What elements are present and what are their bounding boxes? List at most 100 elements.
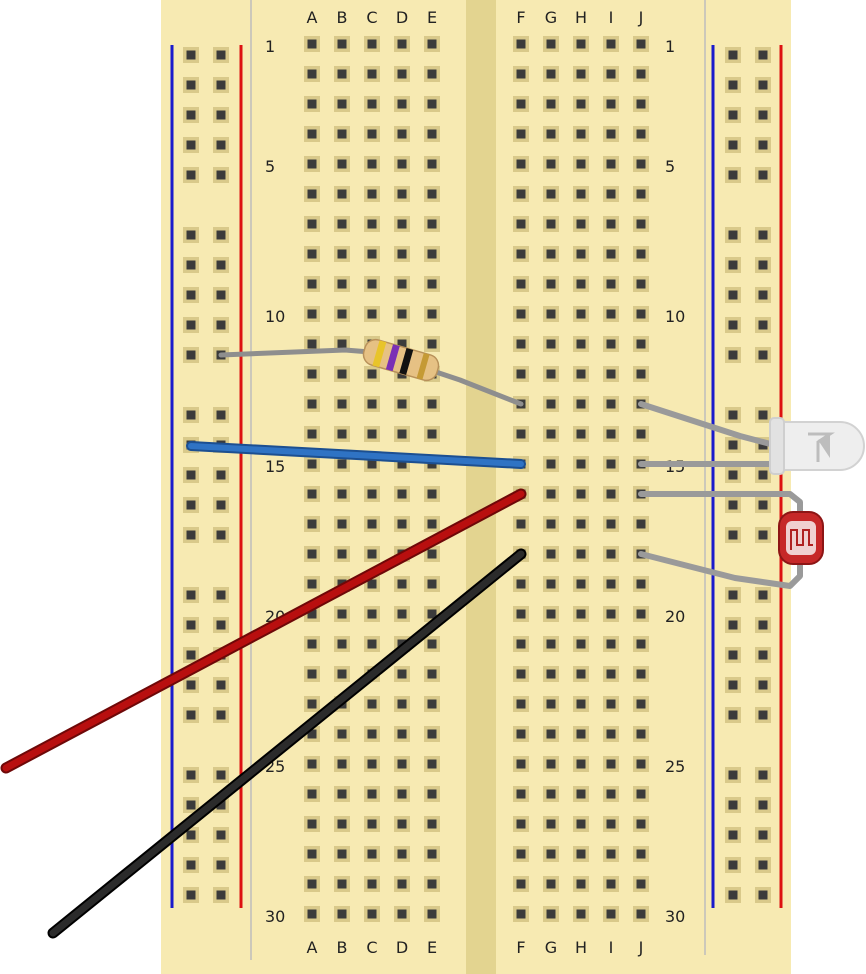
terminal-hole-socket xyxy=(307,609,317,619)
rail-hole-socket xyxy=(758,620,768,630)
terminal-hole-socket xyxy=(337,309,347,319)
terminal-hole-socket xyxy=(307,789,317,799)
terminal-hole-socket xyxy=(636,789,646,799)
terminal-hole-socket xyxy=(397,699,407,709)
terminal-hole-socket xyxy=(427,339,437,349)
blue-wire[interactable] xyxy=(186,441,526,469)
rail-hole-socket xyxy=(216,140,226,150)
rail-hole-socket xyxy=(728,410,738,420)
terminal-hole-socket xyxy=(427,69,437,79)
terminal-hole-socket xyxy=(427,189,437,199)
ldr-lead-2[interactable] xyxy=(638,551,803,589)
terminal-hole-socket xyxy=(546,639,556,649)
rail-hole-socket xyxy=(216,410,226,420)
rail-hole-socket xyxy=(216,680,226,690)
terminal-hole-socket xyxy=(606,369,616,379)
rail-hole-socket xyxy=(728,470,738,480)
rail-hole-socket xyxy=(758,830,768,840)
terminal-hole-socket xyxy=(546,219,556,229)
terminal-hole-socket xyxy=(397,669,407,679)
photoresistor-icon[interactable] xyxy=(778,511,824,565)
terminal-hole-socket xyxy=(606,609,616,619)
terminal-hole-socket xyxy=(307,249,317,259)
rail-hole-socket xyxy=(186,290,196,300)
rail-hole-socket xyxy=(728,290,738,300)
center-channel xyxy=(466,0,496,974)
rail-hole-socket xyxy=(728,590,738,600)
terminal-hole-socket xyxy=(397,519,407,529)
terminal-hole-socket xyxy=(546,609,556,619)
terminal-hole-socket xyxy=(337,429,347,439)
terminal-hole-socket xyxy=(367,609,377,619)
terminal-hole-socket xyxy=(576,759,586,769)
terminal-hole-socket xyxy=(337,399,347,409)
resistor-band-1 xyxy=(372,340,387,368)
red-wire[interactable] xyxy=(0,488,527,774)
terminal-hole-socket xyxy=(427,399,437,409)
terminal-hole-socket xyxy=(367,729,377,739)
rail-hole-socket xyxy=(186,770,196,780)
terminal-hole-socket xyxy=(636,759,646,769)
black-wire[interactable] xyxy=(47,548,527,939)
rail-hole-socket xyxy=(186,260,196,270)
terminal-hole-socket xyxy=(367,459,377,469)
led-icon[interactable] xyxy=(769,417,865,475)
terminal-hole-socket xyxy=(606,459,616,469)
terminal-hole-socket xyxy=(516,429,526,439)
terminal-hole-socket xyxy=(546,459,556,469)
resistor-icon[interactable] xyxy=(361,337,441,383)
row-label-30-left: 30 xyxy=(265,907,285,926)
resistor-lead-left[interactable] xyxy=(218,347,373,358)
terminal-hole-socket xyxy=(337,759,347,769)
terminal-hole-socket xyxy=(367,759,377,769)
terminal-hole-socket xyxy=(367,279,377,289)
terminal-hole-socket xyxy=(606,39,616,49)
terminal-hole-socket xyxy=(636,639,646,649)
terminal-hole-socket xyxy=(397,309,407,319)
terminal-hole-socket xyxy=(606,579,616,589)
resistor-lead-right[interactable] xyxy=(427,367,524,407)
terminal-hole-socket xyxy=(576,549,586,559)
terminal-hole-socket xyxy=(516,879,526,889)
rail-hole-socket xyxy=(216,230,226,240)
terminal-hole-socket xyxy=(367,639,377,649)
terminal-hole-socket xyxy=(546,279,556,289)
terminal-hole-socket xyxy=(576,309,586,319)
column-label-j-top: J xyxy=(638,8,644,27)
terminal-hole-socket xyxy=(337,489,347,499)
terminal-hole-socket xyxy=(367,519,377,529)
terminal-hole-socket xyxy=(367,699,377,709)
rail-hole-socket xyxy=(216,710,226,720)
terminal-hole-socket xyxy=(367,69,377,79)
rail-hole-socket xyxy=(216,170,226,180)
ldr-lead-1[interactable] xyxy=(638,491,803,519)
rail-hole-socket xyxy=(186,800,196,810)
terminal-hole-socket xyxy=(636,249,646,259)
terminal-hole-socket xyxy=(606,549,616,559)
column-label-g-top: G xyxy=(545,8,557,27)
terminal-hole-socket xyxy=(307,309,317,319)
terminal-hole-socket xyxy=(636,669,646,679)
rail-hole-socket xyxy=(758,320,768,330)
terminal-hole-socket xyxy=(546,909,556,919)
terminal-hole-socket xyxy=(576,789,586,799)
terminal-hole-socket xyxy=(546,129,556,139)
terminal-hole-socket xyxy=(307,849,317,859)
terminal-hole-socket xyxy=(636,429,646,439)
terminal-hole-socket xyxy=(516,849,526,859)
terminal-hole-socket xyxy=(427,579,437,589)
terminal-hole-socket xyxy=(546,549,556,559)
terminal-hole-socket xyxy=(307,99,317,109)
terminal-hole-socket xyxy=(606,519,616,529)
rail-hole-socket xyxy=(186,620,196,630)
rail-hole-socket xyxy=(728,170,738,180)
column-label-h-bottom: H xyxy=(575,938,587,957)
terminal-hole-socket xyxy=(427,849,437,859)
led-lead-1[interactable] xyxy=(638,401,781,449)
terminal-hole-socket xyxy=(307,129,317,139)
terminal-hole-socket xyxy=(427,519,437,529)
terminal-hole-socket xyxy=(427,909,437,919)
rail-hole-socket xyxy=(186,470,196,480)
rail-hole-socket xyxy=(728,440,738,450)
terminal-hole-socket xyxy=(337,219,347,229)
